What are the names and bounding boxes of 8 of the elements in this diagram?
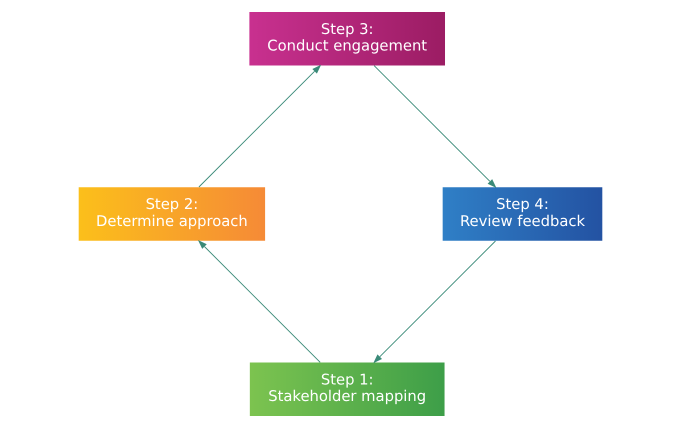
node-box: Step 4: Review feedback	[442, 187, 602, 241]
arrow	[373, 240, 496, 364]
node-box: Step 1: Stakeholder mapping	[250, 362, 445, 416]
arrow	[198, 64, 322, 188]
node-box: Step 3: Conduct engagement	[249, 12, 445, 66]
node-box: Step 2: Determine approach	[78, 187, 266, 241]
arrow	[374, 65, 496, 188]
arrow	[198, 240, 321, 363]
